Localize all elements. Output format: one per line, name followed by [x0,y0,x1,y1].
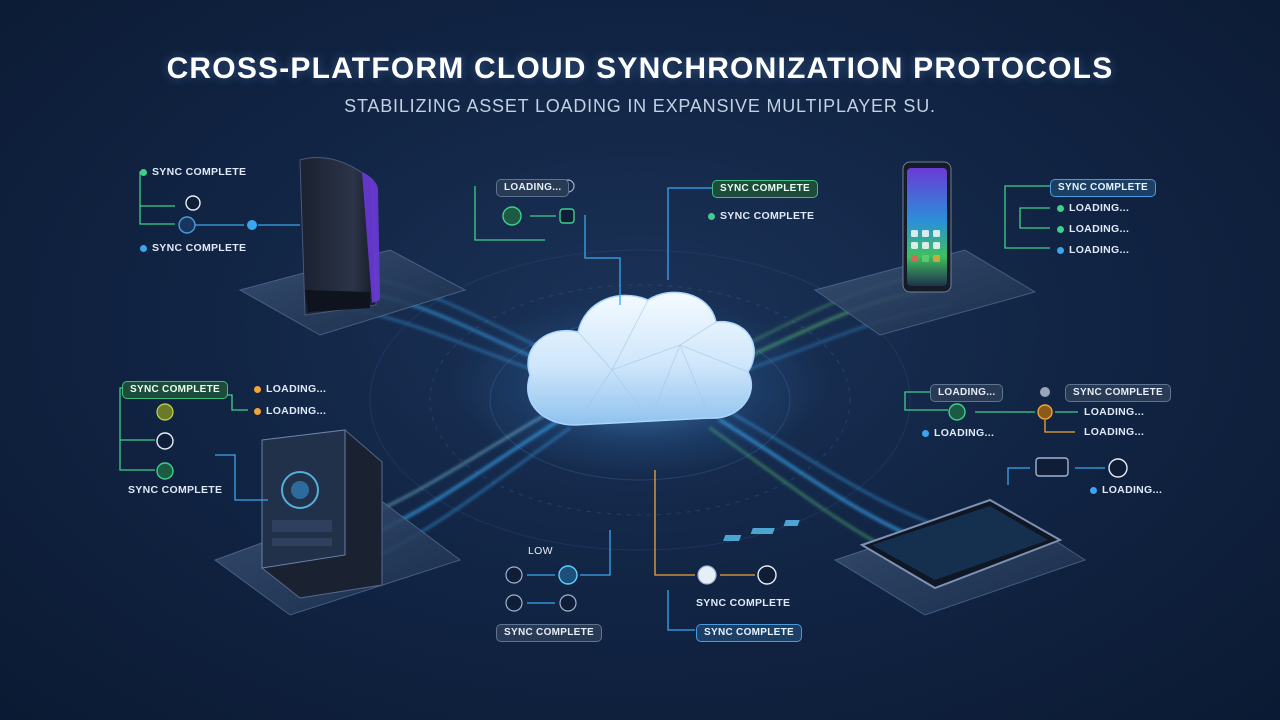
tablet-device [723,498,1063,590]
console-status-top: SYNC COMPLETE [140,166,246,178]
page-subtitle: STABILIZING ASSET LOADING IN EXPANSIVE M… [344,96,936,116]
status-dot-icon [254,385,261,393]
phone-loading-1: LOADING... [1057,202,1129,214]
phone-loading-2: LOADING... [1057,223,1129,235]
status-dot-icon [708,212,715,220]
node-database-icon [178,216,196,234]
node-message-icon [1035,457,1069,477]
tablet-loading: LOADING... [1090,484,1162,496]
status-dot-icon [1057,225,1064,233]
node-square-icon [559,208,575,224]
bottom-sync-pill: SYNC COMPLETE [496,624,603,642]
right-loading-pill: LOADING... [930,384,1004,402]
node-icons [156,179,1128,612]
node-target-icon [247,220,257,230]
bottom-low-label: LOW [528,545,553,557]
status-dot-icon [254,407,261,415]
status-dot-icon [922,429,929,437]
game-console-device [299,157,380,316]
status-dot-icon [1057,246,1064,254]
status-dot-icon [140,244,147,252]
cloud-icon [450,290,830,470]
pc-loading-1: LOADING... [254,383,326,395]
node-grid-icon [505,566,523,584]
node-circle-icon [156,432,174,450]
smartphone-device [902,161,952,293]
node-database-icon [948,403,966,421]
right-loading-2: LOADING... [922,427,994,439]
phone-sync-pill: SYNC COMPLETE [1050,179,1157,197]
pc-sync-status: SYNC COMPLETE [128,484,223,496]
desktop-pc-device [261,429,383,599]
node-list-icon [697,565,717,585]
pc-sync-pill: SYNC COMPLETE [122,381,229,399]
bottom-right-sync-pill: SYNC COMPLETE [696,624,803,642]
node-warning-icon [1037,404,1053,420]
console-status-bottom: SYNC COMPLETE [140,242,246,254]
pc-loading-2: LOADING... [254,405,326,417]
phone-loading-3: LOADING... [1057,244,1129,256]
center-sync-pill: SYNC COMPLETE [712,180,819,198]
node-box-icon [156,403,174,421]
node-card-icon [757,565,777,585]
node-gray-dot-icon [1040,387,1050,397]
status-dot-icon [1057,204,1064,212]
right-loading-3: LOADING... [1084,426,1145,438]
right-sync-pill: SYNC COMPLETE [1065,384,1172,402]
center-sync-status: SYNC COMPLETE [708,210,814,222]
bottom-right-sync-status: SYNC COMPLETE [696,597,791,609]
connectors [119,171,1105,631]
right-loading-1: LOADING... [1084,406,1145,418]
node-doc-icon [505,594,523,612]
page-title: CROSS-PLATFORM CLOUD SYNCHRONIZATION PRO… [166,52,1114,85]
node-flag-icon [156,462,174,480]
node-camera-icon [558,565,578,585]
node-folder-icon [502,206,522,226]
status-dot-icon [140,168,147,176]
node-briefcase-icon [559,594,577,612]
node-circle-icon [185,195,201,211]
status-dot-icon [1090,486,1097,494]
center-loading-pill: LOADING... [496,179,570,197]
node-alert-icon [1108,458,1128,478]
